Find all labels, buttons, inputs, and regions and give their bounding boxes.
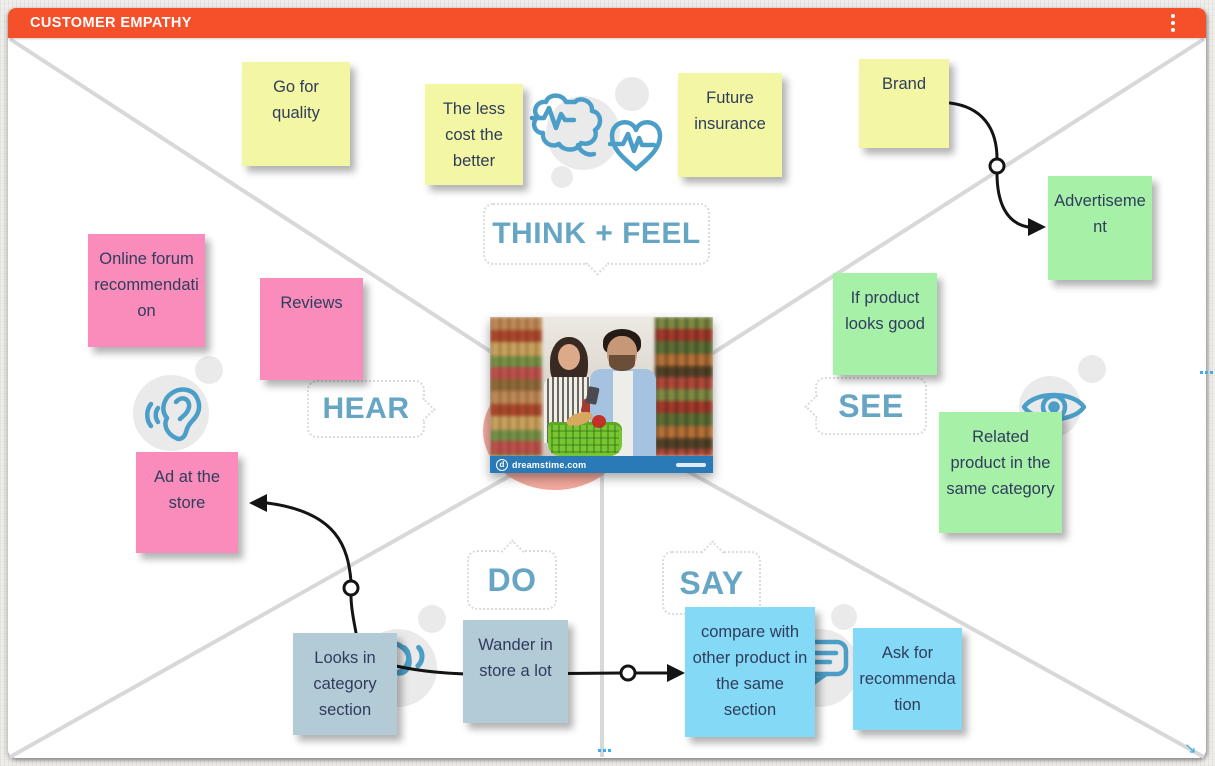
think-feel-text: THINK + FEEL — [492, 217, 701, 250]
sticky-note-related-product-in-the-same-category[interactable]: Related product in the same category — [939, 412, 1062, 533]
sticky-note-online-forum-recommendation[interactable]: Online forum recommendation — [88, 234, 205, 347]
sticky-note-text: Wander in store a lot — [478, 636, 553, 680]
sticky-note-go-for-quality[interactable]: Go for quality — [242, 62, 350, 166]
say-bg-circle-small — [831, 604, 857, 630]
sticky-note-text: compare with other product in the same s… — [692, 623, 808, 719]
label-think-feel[interactable]: THINK + FEEL — [483, 203, 710, 276]
sticky-note-text: Ad at the store — [153, 468, 221, 512]
right-edge-handle-icon[interactable] — [1200, 371, 1213, 374]
connector-midpoint-handle — [342, 579, 360, 597]
arrowhead — [667, 664, 685, 682]
brain-heart-icon — [529, 93, 663, 172]
sticky-note-ad-at-the-store[interactable]: Ad at the store — [136, 452, 238, 553]
arrowhead — [249, 494, 267, 512]
sticky-note-text: Related product in the same category — [946, 428, 1055, 498]
photo-watermark-bar: d dreamstime.com — [490, 456, 713, 473]
sticky-note-if-product-looks-good[interactable]: If product looks good — [833, 273, 937, 375]
see-bg-circle-small — [1078, 355, 1106, 383]
sticky-note-text: Reviews — [280, 294, 343, 312]
sticky-note-brand[interactable]: Brand — [859, 59, 949, 148]
resize-arrow-icon[interactable]: ↘ — [1184, 740, 1197, 757]
sticky-note-advertisement[interactable]: Advertisement — [1048, 176, 1152, 280]
sticky-note-the-less-cost-the-better[interactable]: The less cost the better — [425, 84, 523, 185]
connector-midpoint-handle — [988, 157, 1006, 175]
do-text: DO — [487, 561, 537, 598]
label-say[interactable]: SAY — [662, 540, 761, 615]
sticky-note-compare-with-other-product-in-the-same-section[interactable]: compare with other product in the same s… — [685, 607, 815, 737]
sticky-note-text: Go for quality — [272, 78, 320, 122]
sticky-note-ask-for-recommendation[interactable]: Ask for recommendation — [853, 628, 962, 730]
watermark-text: dreamstime.com — [512, 459, 587, 470]
kebab-menu-icon[interactable] — [1166, 13, 1180, 33]
arrowhead — [1028, 218, 1046, 236]
photo-shelf-left — [490, 317, 542, 456]
hear-text: HEAR — [322, 392, 410, 425]
bubble-tail — [411, 397, 436, 422]
photo-basket — [548, 409, 622, 456]
bubble-tail — [699, 540, 725, 565]
connector-looks-to-ad-at-the-store[interactable] — [249, 494, 360, 640]
connector-brand-to-advertisement[interactable] — [948, 101, 1046, 236]
watermark-id-smudge — [676, 463, 706, 467]
ear-icon — [145, 387, 202, 442]
sticky-note-text: If product looks good — [845, 289, 925, 333]
label-hear[interactable]: HEAR — [307, 380, 436, 438]
do-bg-circle-small — [418, 605, 446, 633]
sticky-note-text: The less cost the better — [442, 100, 506, 170]
see-text: SEE — [838, 387, 904, 424]
sticky-note-text: Looks in category section — [313, 649, 377, 719]
empathy-board: THINK + FEEL HEAR SEE DO SAY — [8, 8, 1213, 759]
bubble-tail — [584, 251, 610, 276]
dreamstime-logo-icon: d — [496, 458, 508, 471]
sticky-note-text: Advertisement — [1054, 192, 1146, 236]
sticky-note-text: Ask for recommendation — [859, 644, 956, 714]
board-title: CUSTOMER EMPATHY — [30, 15, 192, 31]
board-header: CUSTOMER EMPATHY — [8, 8, 1206, 38]
label-see[interactable]: SEE — [804, 377, 927, 435]
sticky-note-text: Online forum recommendation — [94, 250, 199, 320]
sticky-note-future-insurance[interactable]: Future insurance — [678, 73, 782, 177]
sticky-note-wander-in-store-a-lot[interactable]: Wander in store a lot — [463, 620, 568, 723]
center-photo[interactable]: d dreamstime.com — [490, 317, 713, 473]
say-text: SAY — [679, 564, 744, 601]
sticky-note-reviews[interactable]: Reviews — [260, 278, 363, 380]
sticky-note-text: Future insurance — [694, 89, 766, 133]
connector-midpoint-handle — [619, 664, 637, 682]
sticky-note-text: Brand — [881, 75, 927, 93]
label-do[interactable]: DO — [467, 539, 557, 610]
sticky-note-looks-in-category-section[interactable]: Looks in category section — [293, 633, 397, 735]
bubble-tail — [804, 394, 829, 419]
bubble-tail — [500, 539, 525, 564]
bottom-center-handle-icon[interactable] — [598, 749, 611, 752]
photo-shelf-right — [655, 317, 713, 456]
